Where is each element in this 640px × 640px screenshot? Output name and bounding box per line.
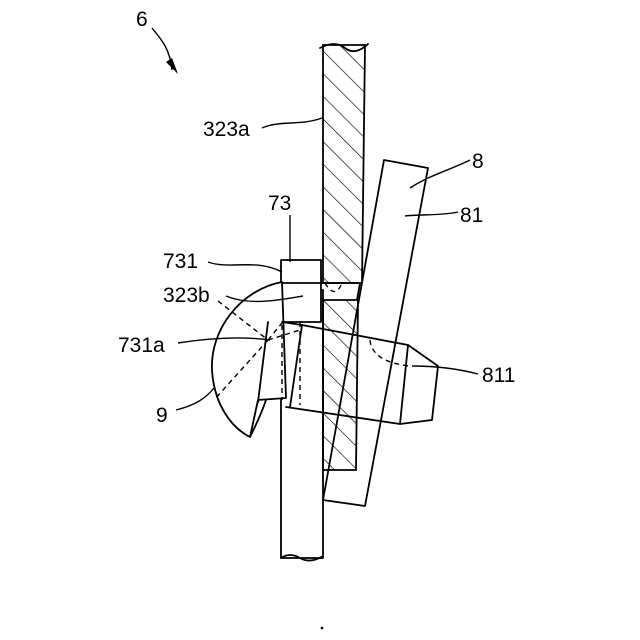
plate-323a <box>320 44 368 283</box>
label-323a: 323a <box>203 118 250 141</box>
label-811: 811 <box>482 364 515 387</box>
label-323b: 323b <box>163 284 210 307</box>
head-9 <box>212 282 286 437</box>
label-731a: 731a <box>118 334 165 357</box>
label-81: 81 <box>460 204 483 227</box>
stray-dot <box>321 627 324 630</box>
label-731: 731 <box>163 250 198 273</box>
label-73: 73 <box>268 192 291 215</box>
label-6: 6 <box>136 8 148 31</box>
plate-lower-hatched <box>323 300 358 470</box>
label-9: 9 <box>156 404 168 427</box>
label-8: 8 <box>472 150 484 173</box>
